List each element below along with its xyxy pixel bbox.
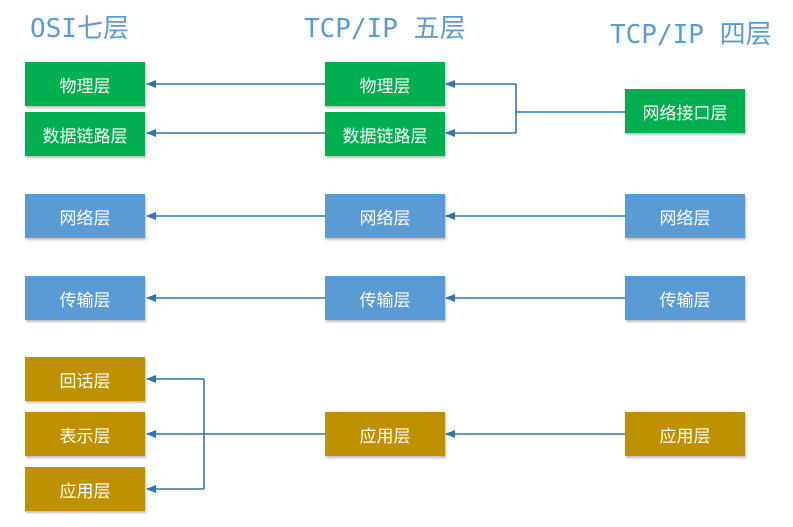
osi-network-layer: 网络层 xyxy=(25,194,145,238)
tcpip-five-layer-heading: TCP/IP 五层 xyxy=(304,14,466,44)
five-transport-layer: 传输层 xyxy=(325,276,445,320)
tcpip-four-layer-heading: TCP/IP 四层 xyxy=(610,20,772,50)
five-application-layer: 应用层 xyxy=(325,412,445,456)
osi-presentation-layer: 表示层 xyxy=(25,412,145,456)
five-network-layer: 网络层 xyxy=(325,194,445,238)
four-network-interface-layer: 网络接口层 xyxy=(625,89,745,133)
osi-transport-layer: 传输层 xyxy=(25,276,145,320)
osi-datalink-layer: 数据链路层 xyxy=(25,112,145,156)
osi-session-layer: 回话层 xyxy=(25,357,145,401)
four-transport-layer: 传输层 xyxy=(625,276,745,320)
osi-seven-layer-heading: OSI七层 xyxy=(30,14,129,44)
connector-netif-branch xyxy=(515,84,625,133)
four-application-layer: 应用层 xyxy=(625,412,745,456)
five-datalink-layer: 数据链路层 xyxy=(325,112,445,156)
five-physical-layer: 物理层 xyxy=(325,62,445,106)
osi-application-layer: 应用层 xyxy=(25,467,145,511)
osi-physical-layer: 物理层 xyxy=(25,62,145,106)
four-network-layer: 网络层 xyxy=(625,194,745,238)
